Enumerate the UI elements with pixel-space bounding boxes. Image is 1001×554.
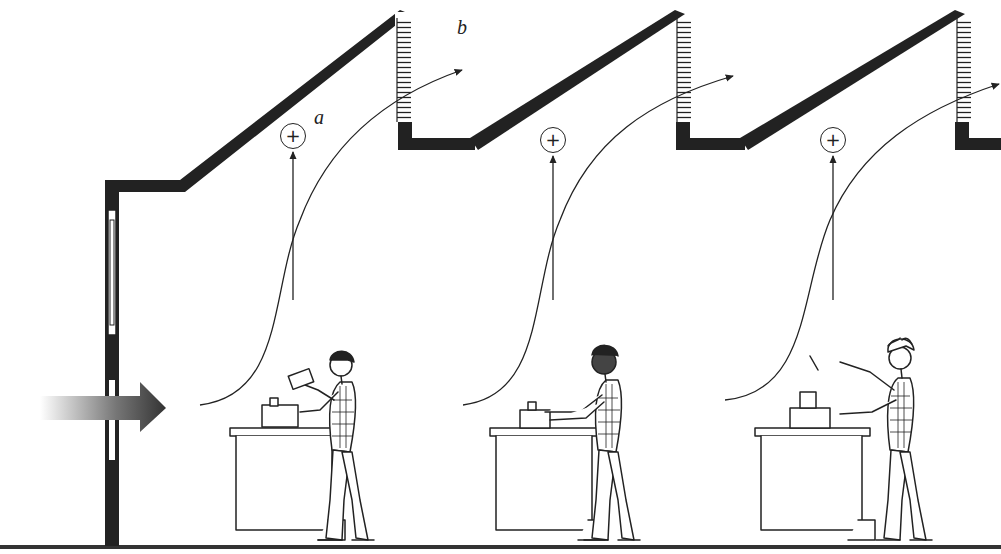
- plus-sign: +: [545, 131, 560, 149]
- flow-label: b: [455, 16, 469, 38]
- heat-source-circle: +: [280, 123, 306, 149]
- flow-label: a: [312, 106, 326, 128]
- heat-source-circle: +: [540, 127, 566, 153]
- plus-sign: +: [825, 131, 840, 149]
- plus-sign: +: [285, 127, 300, 145]
- heat-source-circle: +: [820, 127, 846, 153]
